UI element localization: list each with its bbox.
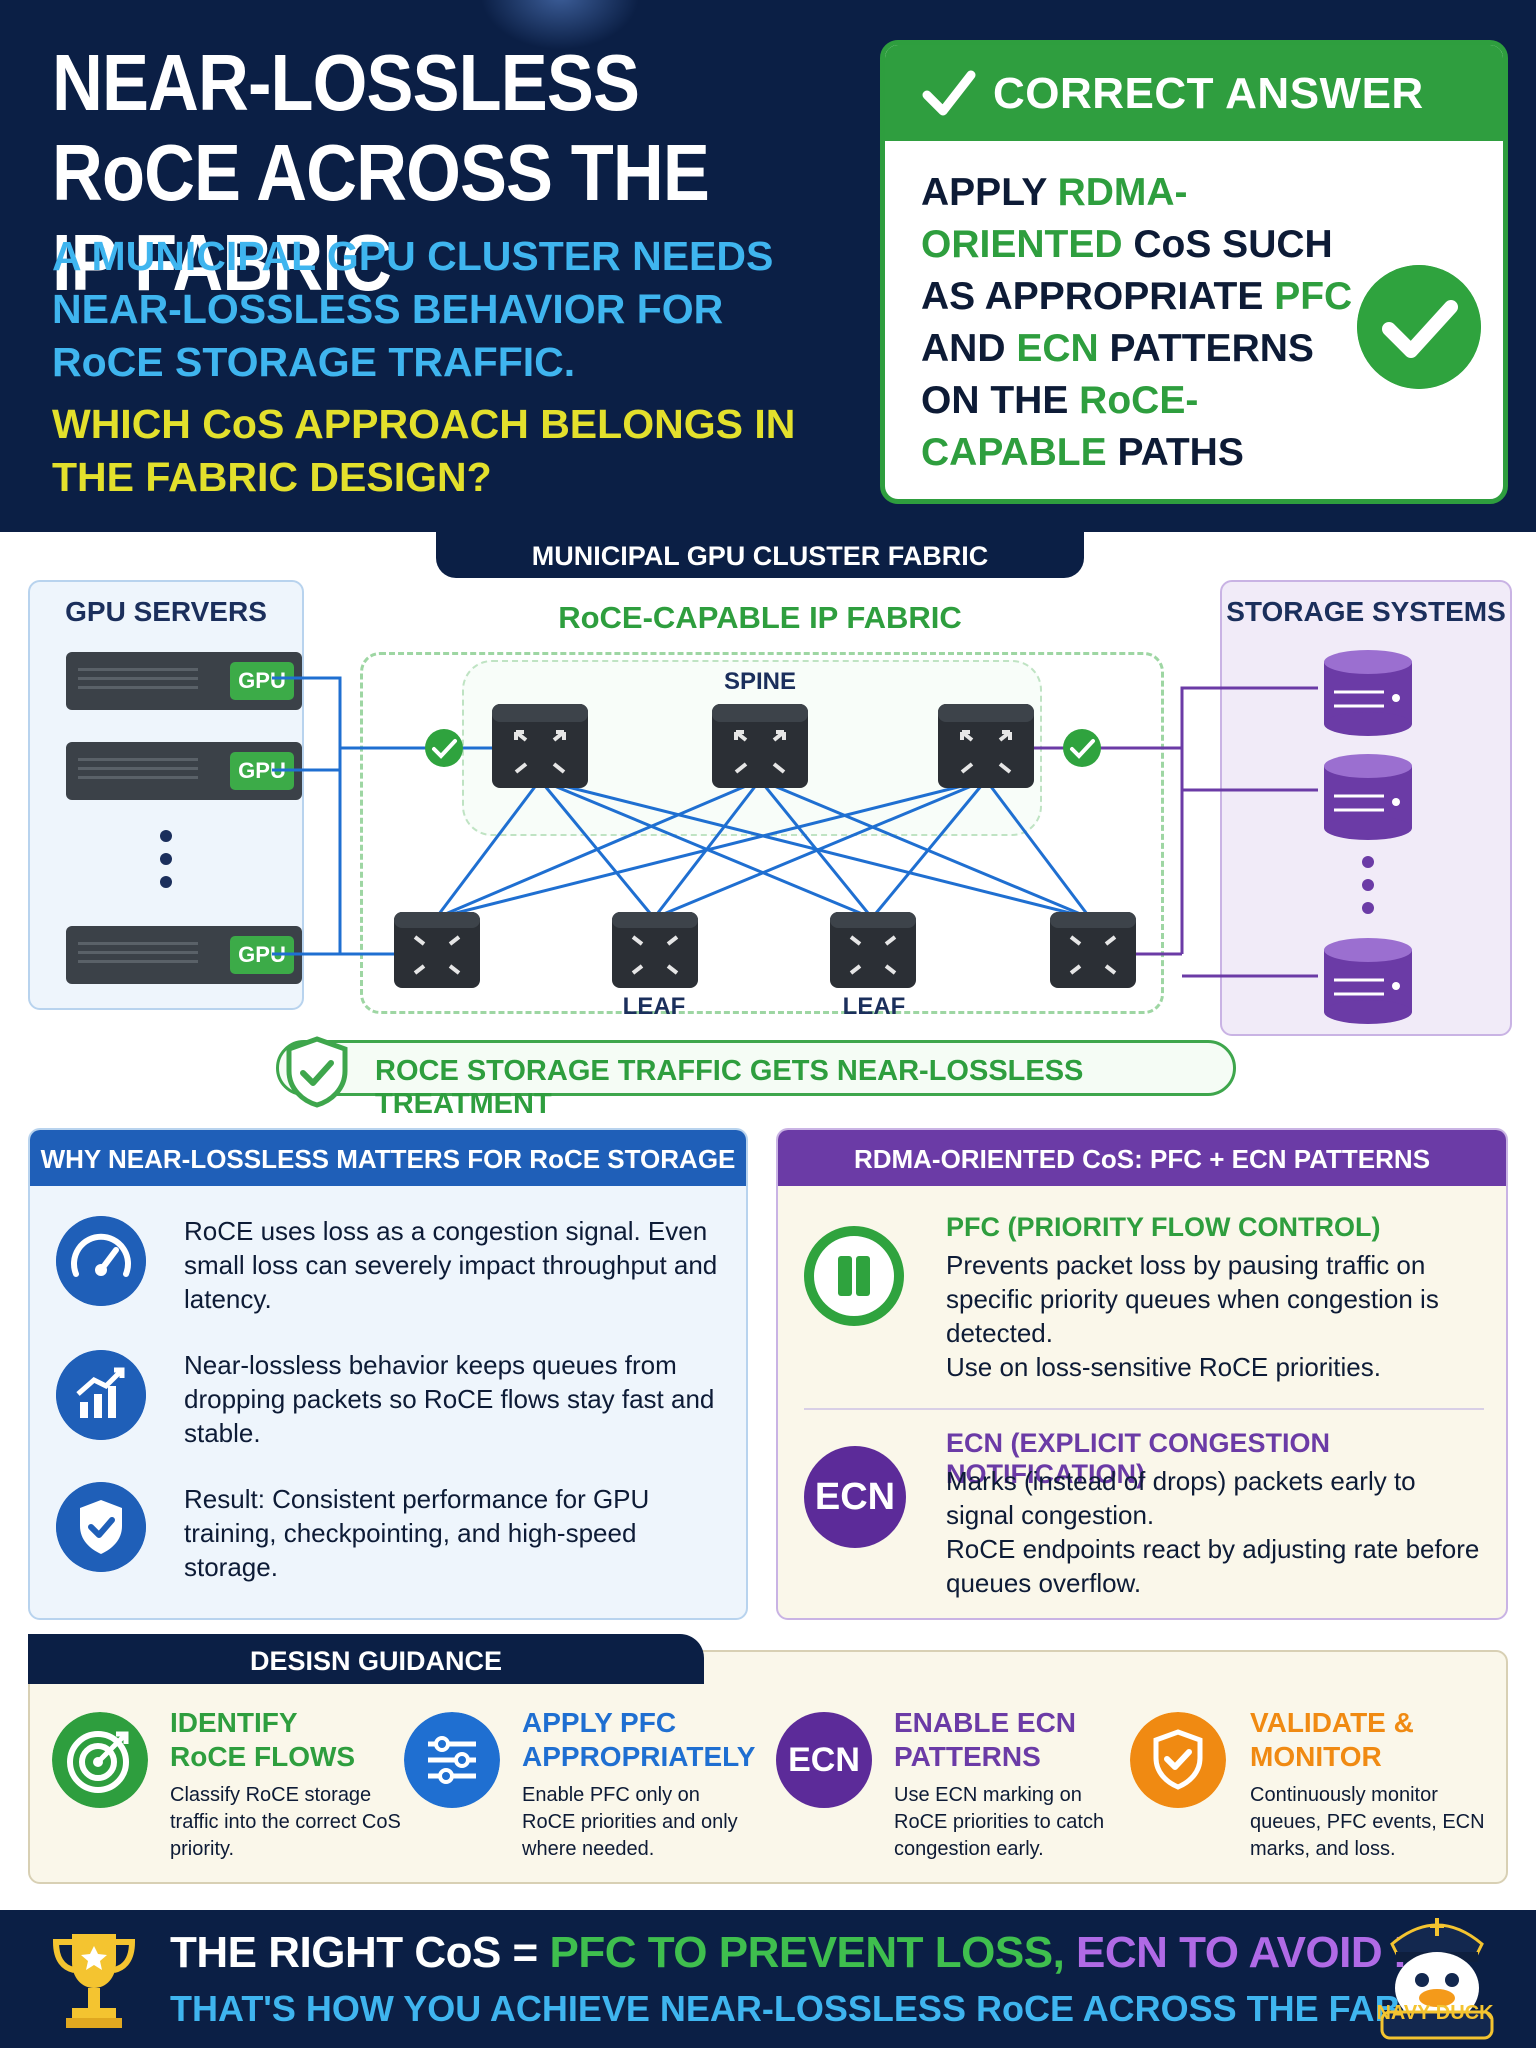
storage-systems-panel: STORAGE SYSTEMS xyxy=(1220,580,1512,1036)
rdma-panel-header: RDMA-ORIENTED CoS: PFC + ECN PATTERNS xyxy=(778,1130,1506,1186)
answer-header: CORRECT ANSWER xyxy=(885,45,1503,141)
growth-chart-icon xyxy=(56,1350,146,1440)
answer-part: APPLY xyxy=(921,171,1058,214)
why-panel-title: WHY NEAR-LOSSLESS MATTERS FOR RoCE STORA… xyxy=(40,1144,736,1174)
pfc-description: Prevents packet loss by pausing traffic … xyxy=(946,1250,1439,1348)
why-near-lossless-panel: WHY NEAR-LOSSLESS MATTERS FOR RoCE STORA… xyxy=(28,1128,748,1620)
page-title: NEAR-LOSSLESS RoCE ACROSS THE IP FABRIC xyxy=(52,38,710,307)
footer: THE RIGHT CoS = PFC TO PREVENT LOSS, ECN… xyxy=(0,1910,1536,2048)
gpu-server: GPU xyxy=(66,926,302,984)
shield-check-icon xyxy=(1130,1712,1226,1808)
sliders-icon xyxy=(404,1712,500,1808)
guidance-description: Continuously monitor queues, PFC events,… xyxy=(1250,1784,1485,1860)
header-section: NEAR-LOSSLESS RoCE ACROSS THE IP FABRIC … xyxy=(0,0,1536,532)
design-guidance-tab: DESISN GUIDANCE xyxy=(28,1634,704,1684)
leaf-switch xyxy=(830,912,916,988)
ecn-title: ECN (EXPLICIT CONGESTION NOTIFICATION) xyxy=(946,1428,1331,1489)
answer-part: PATHS xyxy=(1106,431,1244,474)
storage-disk-icon xyxy=(1324,650,1412,736)
answer-label: CORRECT ANSWER xyxy=(993,69,1424,118)
guidance-title: IDENTIFY RoCE FLOWS xyxy=(170,1707,356,1772)
footer-highlight-pfc: PFC TO PREVENT LOSS, xyxy=(549,1928,1065,1977)
spine-switch xyxy=(712,704,808,788)
footer-highlight-ecn: ECN TO AVOID IT. xyxy=(1064,1928,1439,1977)
footer-subline: THAT'S HOW YOU ACHIEVE NEAR-LOSSLESS RoC… xyxy=(170,1988,1473,2029)
leaf-switch xyxy=(1050,912,1136,988)
navy-duck-mascot xyxy=(1380,1918,1494,2040)
ecn-icon: ECN xyxy=(776,1712,872,1808)
answer-part: CoS SUCH AS APPROPRIATE xyxy=(921,223,1333,318)
spine-leaf-links xyxy=(434,778,1092,920)
ecn-description: Marks (instead of drops) packets early t… xyxy=(946,1466,1416,1530)
ecn-icon: ECN xyxy=(804,1446,906,1548)
answer-highlight: ECN xyxy=(1016,327,1099,370)
why-item-text: Result: Consistent performance for GPU t… xyxy=(184,1484,650,1582)
diagram-title: MUNICIPAL GPU CLUSTER FABRIC xyxy=(531,541,989,571)
shield-check-icon xyxy=(56,1482,146,1572)
answer-part: PATTERNS ON THE xyxy=(921,327,1314,422)
spine-switch xyxy=(492,704,588,788)
question-text: WHICH CoS APPROACH BELONGS IN THE FABRIC… xyxy=(52,401,796,500)
check-circle-icon xyxy=(1357,265,1481,389)
gpu-servers-title: GPU SERVERS xyxy=(65,596,267,627)
guidance-description: Use ECN marking on RoCE priorities to ca… xyxy=(894,1784,1105,1860)
ellipsis-icon xyxy=(160,830,172,899)
spine-label: SPINE xyxy=(723,668,797,695)
diagram-tab: MUNICIPAL GPU CLUSTER FABRIC xyxy=(436,532,1084,578)
answer-part: AND xyxy=(921,327,1017,370)
correct-answer-card: CORRECT ANSWER APPLY RDMA-ORIENTED CoS S… xyxy=(880,40,1508,504)
gpu-servers-panel: GPU SERVERS GPU GPU GPU xyxy=(28,580,304,1010)
storage-systems-title: STORAGE SYSTEMS xyxy=(1226,596,1506,627)
design-guidance-title: DESISN GUIDANCE xyxy=(250,1646,503,1676)
rdma-panel-title: RDMA-ORIENTED CoS: PFC + ECN PATTERNS xyxy=(853,1144,1431,1174)
fabric-title: RoCE-CAPABLE IP FABRIC xyxy=(558,600,962,635)
answer-highlight: RoCE-CAPABLE xyxy=(921,379,1199,474)
leaf-switch xyxy=(612,912,698,988)
link-ok-icon xyxy=(425,729,463,767)
why-panel-header: WHY NEAR-LOSSLESS MATTERS FOR RoCE STORA… xyxy=(30,1130,746,1186)
ellipsis-icon xyxy=(1362,856,1374,925)
rdma-cos-panel: RDMA-ORIENTED CoS: PFC + ECN PATTERNS PF… xyxy=(776,1128,1508,1620)
answer-highlight: RDMA-ORIENTED xyxy=(921,171,1188,266)
leaf-label: LEAF xyxy=(622,993,686,1020)
fabric-boundary xyxy=(360,652,1164,1014)
checkmark-icon xyxy=(922,70,976,116)
speedometer-icon xyxy=(56,1216,146,1306)
why-item-text: Near-lossless behavior keeps queues from… xyxy=(184,1350,715,1448)
lossless-banner-text: ROCE STORAGE TRAFFIC GETS NEAR-LOSSLESS … xyxy=(375,1055,1084,1120)
gpu-server: GPU xyxy=(66,742,302,800)
pfc-usage: Use on loss-sensitive RoCE priorities. xyxy=(946,1352,1381,1382)
why-item-text: RoCE uses loss as a congestion signal. E… xyxy=(184,1216,718,1314)
target-icon xyxy=(52,1712,148,1808)
ecn-reaction: RoCE endpoints react by adjusting rate b… xyxy=(946,1534,1480,1598)
answer-highlight: PFC xyxy=(1274,275,1353,318)
shield-check-icon xyxy=(286,1036,348,1108)
design-guidance-panel xyxy=(28,1650,1508,1884)
guidance-title: ENABLE ECN PATTERNS xyxy=(894,1707,1077,1772)
lossless-banner: ROCE STORAGE TRAFFIC GETS NEAR-LOSSLESS … xyxy=(276,1036,1236,1120)
gpu-tag: GPU xyxy=(230,662,294,700)
trophy-icon xyxy=(52,1934,136,2028)
storage-disk-icon xyxy=(1324,754,1412,840)
guidance-description: Enable PFC only on RoCE priorities and o… xyxy=(522,1784,738,1860)
leaf-switch xyxy=(394,912,480,988)
question-context: A MUNICIPAL GPU CLUSTER NEEDS NEAR-LOSSL… xyxy=(52,233,774,385)
link-ok-icon xyxy=(1063,729,1101,767)
storage-uplinks xyxy=(1028,686,1318,978)
gpu-server: GPU xyxy=(66,652,302,710)
guidance-title: APPLY PFC APPROPRIATELY xyxy=(522,1707,756,1772)
footer-text: THE RIGHT CoS = xyxy=(170,1928,550,1977)
spine-switch xyxy=(938,704,1034,788)
pause-icon xyxy=(804,1226,904,1326)
divider xyxy=(804,1408,1484,1410)
pfc-title: PFC (PRIORITY FLOW CONTROL) xyxy=(946,1212,1381,1242)
storage-disk-icon xyxy=(1324,938,1412,1024)
guidance-description: Classify RoCE storage traffic into the c… xyxy=(170,1784,401,1860)
network-topology xyxy=(272,676,1318,988)
mascot-label: NAVY DUCK xyxy=(1376,2002,1494,2024)
guidance-title: VALIDATE & MONITOR xyxy=(1250,1707,1414,1772)
answer-text: APPLY RDMA-ORIENTED CoS SUCH AS APPROPRI… xyxy=(921,167,1361,479)
leaf-label: LEAF xyxy=(842,993,906,1020)
footer-headline: THE RIGHT CoS = PFC TO PREVENT LOSS, ECN… xyxy=(170,1928,1439,1978)
